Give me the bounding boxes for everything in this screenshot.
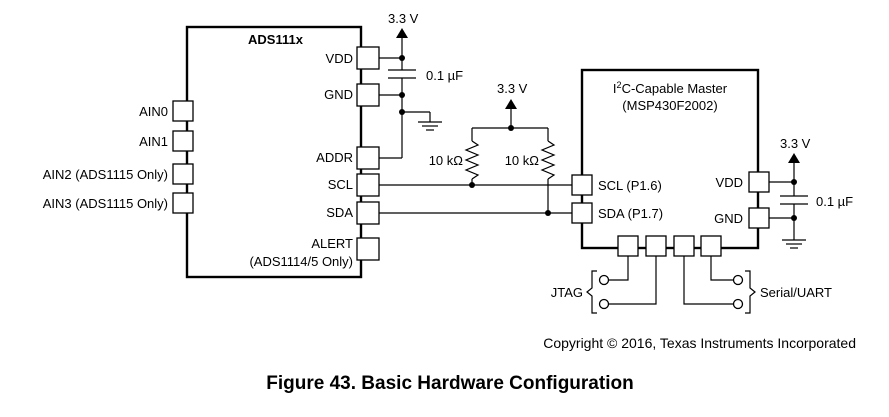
label-sda-a: SDA [326,205,353,220]
label-ain0: AIN0 [139,104,168,119]
r1-label: 10 kΩ [429,153,464,168]
ground-symbol-a [418,121,442,131]
msp430-chip-title: I2C-Capable Master [613,80,728,96]
label-ain1: AIN1 [139,134,168,149]
pin-ain1 [172,130,194,152]
ads111x-chip-name: ADS111x [248,32,304,47]
label-alert-note: (ADS1114/5 Only) [249,254,353,269]
copyright-text: Copyright © 2016, Texas Instruments Inco… [543,335,856,351]
label-ain3: AIN3 (ADS1115 Only) [43,196,168,211]
junction-vdd-b [791,179,797,185]
uart-label: Serial/UART [760,285,832,300]
pin-jtag-1 [617,235,639,257]
pin-gnd-a [356,83,380,107]
msp430-chip-subtitle: (MSP430F2002) [622,98,717,113]
label-scl-a: SCL [328,177,353,192]
pin-vdd-b [748,171,770,193]
supply-arrow-1 [396,28,408,38]
supply-arrow-2 [505,99,517,109]
cap1-label: 0.1 µF [426,68,463,83]
pin-uart-1 [673,235,695,257]
label-alert: ALERT [311,236,353,251]
pin-alert [356,237,380,261]
jtag-terminal-1 [598,274,610,286]
pin-addr [356,146,380,170]
pin-vdd-a [356,46,380,70]
pin-ain3 [172,192,194,214]
pin-sda-b [571,202,593,224]
pin-ain0 [172,100,194,122]
label-vdd-a: VDD [326,51,353,66]
supply-label-2: 3.3 V [497,81,528,96]
pin-uart-2 [700,235,722,257]
label-vdd-b: VDD [716,175,743,190]
junction-sda [545,210,551,216]
figure-caption: Figure 43. Basic Hardware Configuration [266,373,633,394]
junction-gnd-b [791,215,797,221]
jtag-terminal-2 [598,298,610,310]
ads111x-chip-body [185,25,363,279]
resistor-r1 [464,140,480,180]
label-scl-b: SCL (P1.6) [598,178,662,193]
uart-terminal-2 [732,298,744,310]
supply-label-1: 3.3 V [388,11,419,26]
label-sda-b: SDA (P1.7) [598,206,663,221]
pin-jtag-2 [645,235,667,257]
junction-scl [469,182,475,188]
label-ain2: AIN2 (ADS1115 Only) [43,167,168,182]
jtag-label: JTAG [551,285,583,300]
r2-label: 10 kΩ [505,153,540,168]
supply-arrow-3 [788,153,800,163]
junction-vdd-a [399,55,405,61]
msp430-chip-body [580,68,760,250]
label-addr: ADDR [316,150,353,165]
ground-symbol-b [782,239,806,249]
uart-brace [745,270,756,314]
jtag-brace [586,270,597,314]
uart-terminal-1 [732,274,744,286]
junction-gnd-a [399,92,405,98]
supply-label-3: 3.3 V [780,136,811,151]
pin-scl-b [571,174,593,196]
label-gnd-b: GND [714,211,743,226]
resistor-r2 [540,140,556,180]
pin-sda-a [356,201,380,225]
cap2-label: 0.1 µF [816,194,853,209]
pin-scl-a [356,173,380,197]
pin-gnd-b [748,207,770,229]
pin-ain2 [172,163,194,185]
label-gnd-a: GND [324,87,353,102]
